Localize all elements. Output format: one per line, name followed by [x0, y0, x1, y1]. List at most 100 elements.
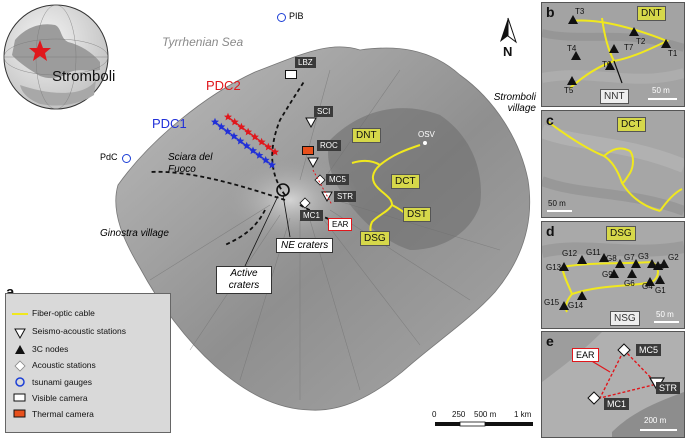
legend-tsunami: tsunami gauges: [32, 377, 93, 387]
station-label-roc: ROC: [317, 140, 341, 151]
stromboli-village-label: Stromboli village: [493, 92, 536, 114]
panel-c: c DCT 50 m: [541, 110, 685, 218]
panel-b-node-t3: T3: [575, 7, 585, 16]
panel-d-node-marker-g1: [655, 275, 665, 284]
panel-d-node-g11: G11: [586, 248, 601, 257]
sea-label: Tyrrhenian Sea: [162, 35, 244, 49]
panel-d-node-marker-g8: [615, 259, 625, 268]
scale-bar: [435, 421, 533, 427]
legend-nodes: 3C nodes: [32, 344, 69, 354]
cable-label-dct: DCT: [391, 174, 420, 189]
panel-e-mc1: MC1: [604, 398, 630, 410]
panel-d-node-g5: G5: [653, 263, 664, 272]
panel-b-node-t1: T1: [668, 49, 678, 58]
panel-d-box: DSG: [606, 226, 636, 241]
panel-b-node-t4: T4: [567, 44, 577, 53]
panel-label-e: e: [546, 333, 554, 349]
ne-craters-label: NE craters: [276, 238, 334, 253]
panel-b-scale: 50 m: [652, 86, 670, 95]
panel-d-node-marker-g14: [577, 291, 587, 300]
station-label-ear: EAR: [328, 218, 353, 231]
panel-b-box: DNT: [637, 6, 666, 21]
panel-d-node-g4: G4: [642, 282, 653, 291]
panel-b-node-t2: T2: [636, 37, 646, 46]
panel-d-node-marker-g5: [653, 261, 663, 270]
station-label-pib: PIB: [289, 11, 304, 21]
panel-d-node-marker-g6: [627, 269, 637, 278]
panel-e-str: STR: [656, 382, 680, 394]
cable-label-dsg: DSG: [360, 231, 390, 246]
panel-d-node-marker-g4: [645, 277, 655, 286]
panel-d-node-marker-g9: [609, 269, 619, 278]
panel-d-node-marker-g2: [659, 259, 669, 268]
legend: Fiber-optic cable Seismo-acoustic statio…: [5, 293, 171, 433]
panel-d-array: NSG: [610, 311, 640, 326]
station-label-sci: SCI: [314, 106, 334, 117]
legend-seismo: Seismo-acoustic stations: [32, 326, 127, 336]
cable-label-dst: DST: [403, 207, 431, 222]
scale-tick-2: 500 m: [474, 410, 497, 419]
scale-tick-1: 250: [452, 410, 466, 419]
panel-d-node-marker-g3: [647, 259, 657, 268]
panel-e: e EAR MC5 STR MC1 200 m: [541, 331, 685, 438]
panel-d-node-g12: G12: [562, 249, 578, 258]
legend-acoustic: Acoustic stations: [32, 360, 96, 370]
visible-camera-icon: [285, 70, 297, 79]
station-label-lbz: LBZ: [295, 57, 316, 68]
panel-e-ear: EAR: [572, 348, 599, 362]
panel-b-node-t6: T6: [602, 60, 612, 69]
legend-thermal: Thermal camera: [32, 409, 94, 419]
panel-c-box: DCT: [617, 117, 646, 132]
cable-label-dnt: DNT: [352, 128, 381, 143]
tsunami-gauge-pib: [277, 13, 286, 22]
panel-d-node-g7: G7: [624, 253, 635, 262]
station-label-osv: OSV: [418, 130, 435, 139]
panel-d-node-g2: G2: [668, 253, 679, 262]
legend-visible: Visible camera: [32, 393, 88, 403]
panel-d-node-g9: G9: [602, 270, 613, 279]
panel-d-node-g14: G14: [568, 301, 584, 310]
panel-d-node-marker-g11: [599, 253, 609, 262]
panel-label-a: a: [6, 284, 14, 301]
panel-b-node-t5: T5: [564, 86, 574, 95]
scale-tick-0: 0: [432, 410, 437, 419]
sciara-outline-lower: [149, 170, 286, 201]
station-label-str: STR: [334, 191, 356, 202]
panel-e-scale: 200 m: [644, 416, 667, 425]
globe-inset: [3, 4, 109, 110]
panel-d-node-marker-g7: [631, 259, 641, 268]
tsunami-gauge-pdc: [122, 154, 131, 163]
scale-tick-3: 1 km: [514, 410, 532, 419]
panel-d-scale: 50 m: [656, 310, 674, 319]
panel-d-node-marker-g15: [559, 301, 569, 310]
panel-d-node-marker-g12: [577, 255, 587, 264]
station-label-mc1: MC1: [300, 210, 323, 221]
panel-d-node-g15: G15: [544, 298, 560, 307]
panel-d-node-g6: G6: [624, 279, 635, 288]
panel-d-node-g8: G8: [606, 254, 617, 263]
sciara-label: Sciara del Fuoco: [168, 152, 213, 175]
panel-b-array: NNT: [600, 89, 629, 104]
station-label-pdc: PdC: [100, 152, 118, 162]
thermal-camera-icon: [302, 146, 314, 155]
panel-d-node-g13: G13: [546, 263, 562, 272]
station-label-mc5: MC5: [326, 174, 349, 185]
panel-d-node-marker-g13: [559, 262, 569, 271]
panel-d-node-g1: G1: [655, 286, 666, 295]
panel-e-mc5: MC5: [636, 344, 662, 356]
panel-d-node-g3: G3: [638, 252, 649, 261]
sciara-outline: [271, 79, 306, 196]
fiber-optic-cable: [369, 144, 421, 244]
panel-label-b: b: [546, 4, 555, 20]
ginostra-label: Ginostra village: [100, 228, 169, 239]
panel-label-d: d: [546, 223, 555, 239]
pdc2-label: PDC2: [206, 78, 241, 93]
globe-label: Stromboli: [52, 68, 116, 85]
legend-fiber: Fiber-optic cable: [32, 308, 95, 318]
pdc1-label: PDC1: [152, 116, 187, 131]
north-label: N: [503, 44, 513, 59]
north-arrow-icon: [500, 17, 517, 44]
